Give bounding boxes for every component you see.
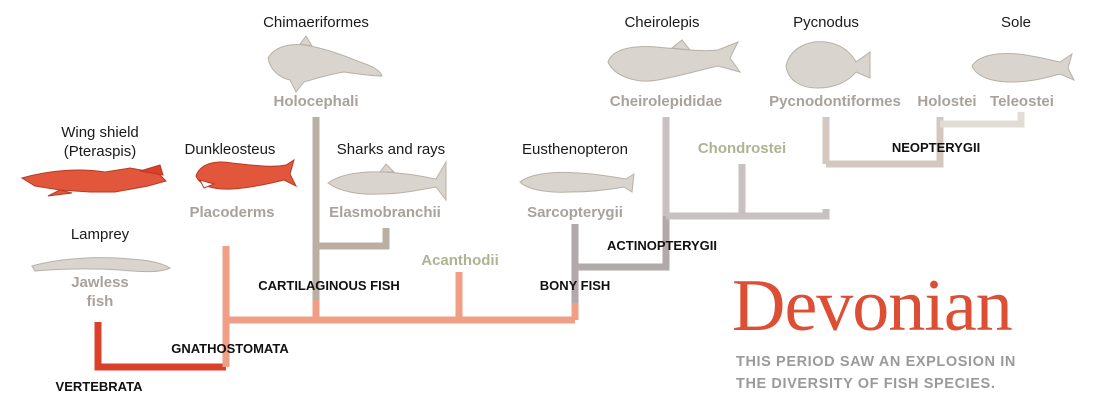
- label-jawless: Jawless: [60, 274, 140, 291]
- label-cartilaginous-fish: CARTILAGINOUS FISH: [244, 278, 414, 293]
- label-cheirolepididae: Cheirolepididae: [596, 93, 736, 110]
- label-dunkleosteus: Dunkleosteus: [170, 141, 290, 158]
- label-neopterygii: NEOPTERYGII: [878, 140, 994, 155]
- cheirolepis-fish-icon: [608, 40, 740, 81]
- dunkleosteus-fish-icon: [196, 160, 296, 189]
- branch-elasmobranchii: [316, 228, 386, 246]
- lamprey-fish-icon: [32, 258, 170, 272]
- label-lamprey: Lamprey: [60, 226, 140, 243]
- period-title: Devonian: [732, 264, 1012, 349]
- label-elasmobranchii: Elasmobranchii: [320, 204, 450, 221]
- label-jawless-fish: fish: [60, 293, 140, 310]
- pycnodus-fish-icon: [786, 42, 870, 88]
- label-pteraspis: (Pteraspis): [40, 143, 160, 160]
- label-eusthenopteron: Eusthenopteron: [510, 141, 640, 158]
- label-pycnodontiformes: Pycnodontiformes: [760, 93, 910, 110]
- label-bony-fish: BONY FISH: [520, 278, 630, 293]
- label-gnathostomata: GNATHOSTOMATA: [160, 341, 300, 356]
- label-sarcopterygii: Sarcopterygii: [510, 204, 640, 221]
- sole-fish-icon: [972, 54, 1074, 83]
- label-teleostei: Teleostei: [984, 93, 1060, 110]
- label-chimaeriformes: Chimaeriformes: [246, 14, 386, 31]
- eusthenopteron-fish-icon: [520, 172, 634, 192]
- chimaera-fish-icon: [268, 36, 382, 92]
- period-subtitle-line2: THE DIVERSITY OF FISH SPECIES.: [736, 373, 995, 395]
- pteraspis-fish-icon: [22, 165, 166, 196]
- label-cheirolepis: Cheirolepis: [612, 14, 712, 31]
- label-sole: Sole: [996, 14, 1036, 31]
- label-holocephali: Holocephali: [256, 93, 376, 110]
- label-chondrostei: Chondrostei: [686, 140, 798, 157]
- shark-fish-icon: [328, 162, 446, 200]
- label-actinopterygii: ACTINOPTERYGII: [598, 238, 726, 253]
- label-sharks-and-rays: Sharks and rays: [326, 141, 456, 158]
- branch-holostei-teleostei: [940, 112, 1021, 124]
- label-wing-shield: Wing shield: [40, 124, 160, 141]
- label-placoderms: Placoderms: [172, 204, 292, 221]
- label-acanthodii: Acanthodii: [410, 252, 510, 269]
- label-pycnodus: Pycnodus: [776, 14, 876, 31]
- branch-actinopterygii-crossbar: [666, 209, 826, 216]
- label-holostei: Holostei: [912, 93, 982, 110]
- label-vertebrata: VERTEBRATA: [44, 379, 154, 394]
- period-subtitle-line1: THIS PERIOD SAW AN EXPLOSION IN: [736, 351, 1016, 373]
